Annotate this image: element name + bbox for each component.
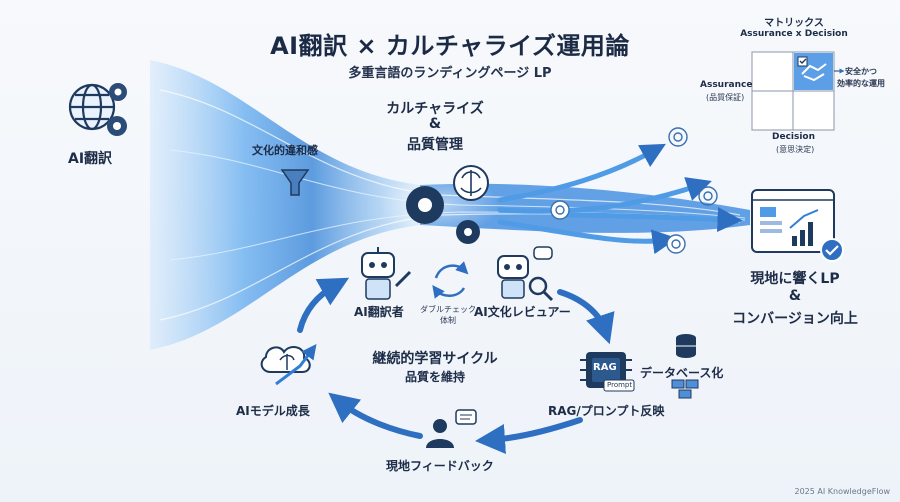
matrix-y-label: Assurance (700, 80, 753, 90)
data-blocks-icon (671, 379, 699, 399)
funnel-icon (280, 169, 310, 196)
cycle-title: 継続的学習サイクル (372, 351, 498, 367)
target-icon (550, 127, 718, 254)
double-check-label-2: 体制 (440, 316, 456, 325)
cloud-brain-icon (260, 344, 317, 386)
chip-icon (580, 352, 635, 392)
page-title: AI翻訳 × カルチャライズ運用論 (270, 32, 630, 60)
gear-icon (107, 83, 127, 136)
rag-chip-label: RAG (593, 362, 617, 373)
matrix-x-label: Decision (772, 132, 816, 142)
page-subtitle: 多重言語のランディングページ LP (348, 66, 552, 81)
quality-control-label: 品質管理 (407, 137, 463, 153)
dashboard-icon (751, 189, 835, 253)
ai-translator-label: AI翻訳者 (354, 305, 404, 319)
database-icon (676, 334, 696, 358)
globe-icon (68, 83, 116, 131)
prompt-chip-label: Prompt (607, 381, 633, 389)
cycle-arrows (297, 277, 615, 454)
result-label-line2: コンバージョン向上 (732, 311, 858, 327)
double-check-label: ダブルチェック (420, 305, 476, 314)
robot-reviewer-icon (497, 246, 554, 302)
ai-model-growth-label: AIモデル成長 (236, 404, 310, 418)
robot-translator-icon (361, 247, 412, 300)
swap-arrows-icon (432, 261, 469, 299)
local-feedback-label: 現地フィードバック (386, 459, 494, 473)
result-label-line1: 現地に響くLP (750, 271, 840, 287)
matrix-x-sub: (意思決定) (776, 145, 815, 154)
check-badge-icon (820, 238, 844, 262)
culturalize-label: カルチャライズ (386, 101, 484, 117)
cultural-dissonance-label: 文化的違和感 (252, 144, 318, 157)
database-label: データベース化 (640, 366, 724, 380)
brain-icon (453, 165, 489, 201)
matrix-quadrant-line2: 効率的な運用 (837, 79, 885, 88)
matrix-subtitle: Assurance x Decision (740, 29, 848, 39)
cycle-subtitle: 品質を維持 (404, 370, 465, 384)
matrix-quadrant-line1: 安全かつ (845, 67, 877, 76)
ai-reviewer-label: AI文化レビュアー (474, 305, 571, 319)
matrix-y-sub: (品質保証) (706, 93, 745, 102)
branch-arrows (497, 143, 743, 255)
ai-translation-label: AI翻訳 (68, 151, 113, 167)
person-feedback-icon (426, 409, 477, 448)
footer-credit: 2025 AI KnowledgeFlow (794, 487, 890, 496)
result-label-amp: & (788, 288, 802, 304)
checkbox-icon (797, 56, 808, 67)
rag-prompt-reflect-label: RAG/プロンプト反映 (548, 404, 665, 418)
culturalize-amp: & (428, 116, 442, 132)
center-gears-icon (406, 186, 480, 244)
matrix-title: マトリックス (764, 18, 824, 29)
